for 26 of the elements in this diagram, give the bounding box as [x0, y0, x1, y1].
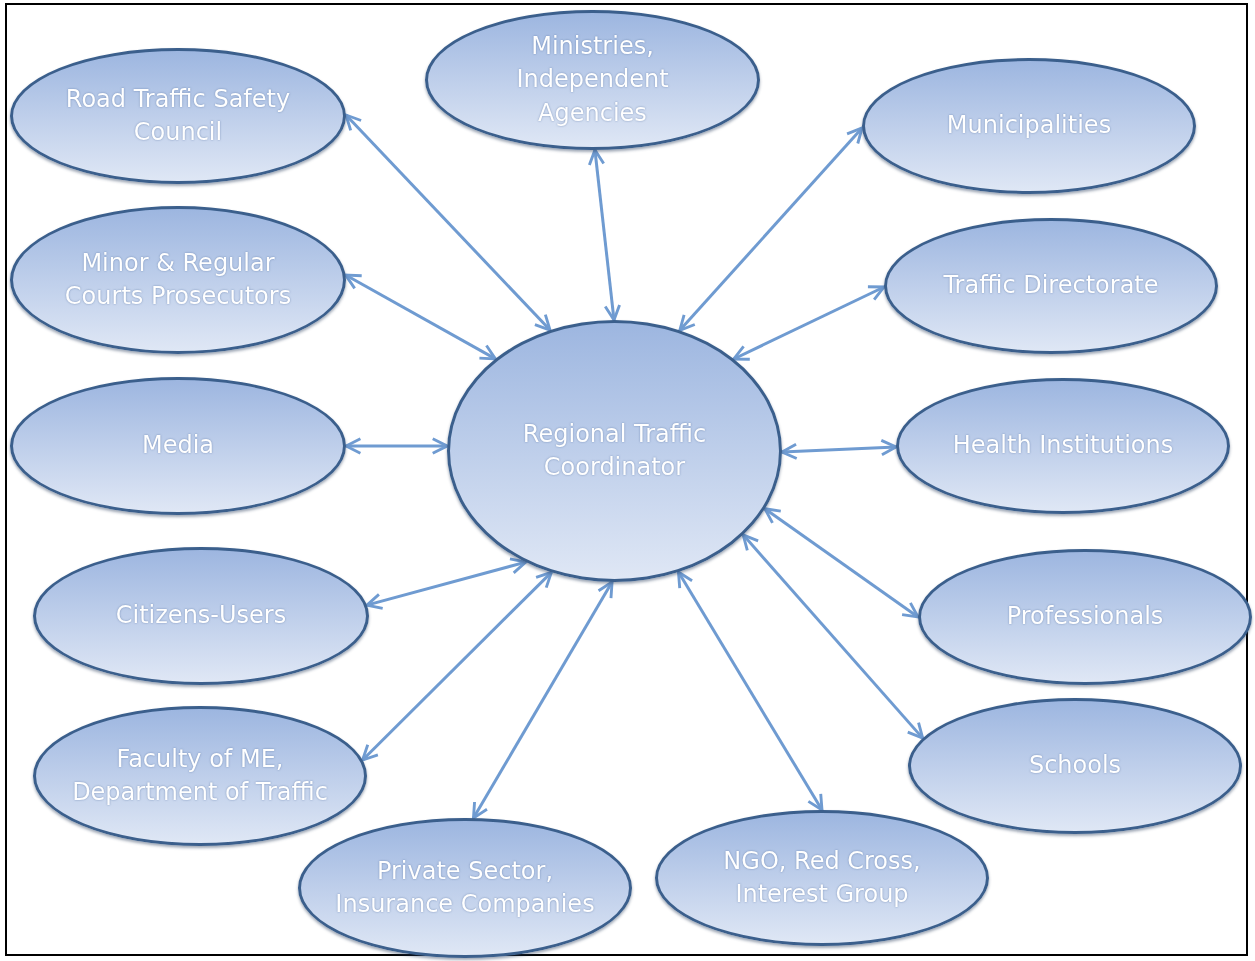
- double-arrow: [763, 507, 920, 619]
- double-arrow: [361, 570, 553, 762]
- node-label: Faculty of ME, Department of Traffic: [71, 743, 329, 808]
- double-arrow: [365, 557, 528, 610]
- node-label: Private Sector, Insurance Companies: [335, 855, 595, 920]
- double-arrow: [780, 439, 898, 460]
- node-label: Professionals: [1006, 601, 1164, 633]
- double-arrow: [344, 273, 497, 361]
- double-arrow: [678, 126, 864, 332]
- double-arrow: [741, 533, 925, 740]
- node-label: Minor & Regular Courts Prosecutors: [63, 247, 293, 312]
- double-arrow: [587, 148, 621, 322]
- double-arrow: [344, 437, 449, 455]
- node-label: Media: [141, 430, 215, 462]
- node-label: Schools: [1028, 750, 1122, 782]
- double-arrow: [472, 580, 614, 820]
- node-label: Traffic Directorate: [943, 270, 1159, 302]
- node-label: NGO, Red Cross, Interest Group: [722, 845, 922, 910]
- double-arrow: [344, 113, 552, 332]
- node-label: Municipalities: [946, 110, 1112, 142]
- node-label: Citizens-Users: [115, 600, 287, 632]
- double-arrow: [732, 285, 886, 361]
- node-label: Regional Traffic Coordinator: [521, 418, 708, 483]
- node-label: Road Traffic Safety Council: [64, 83, 292, 148]
- double-arrow: [677, 570, 824, 812]
- node-label: Health Institutions: [952, 430, 1174, 462]
